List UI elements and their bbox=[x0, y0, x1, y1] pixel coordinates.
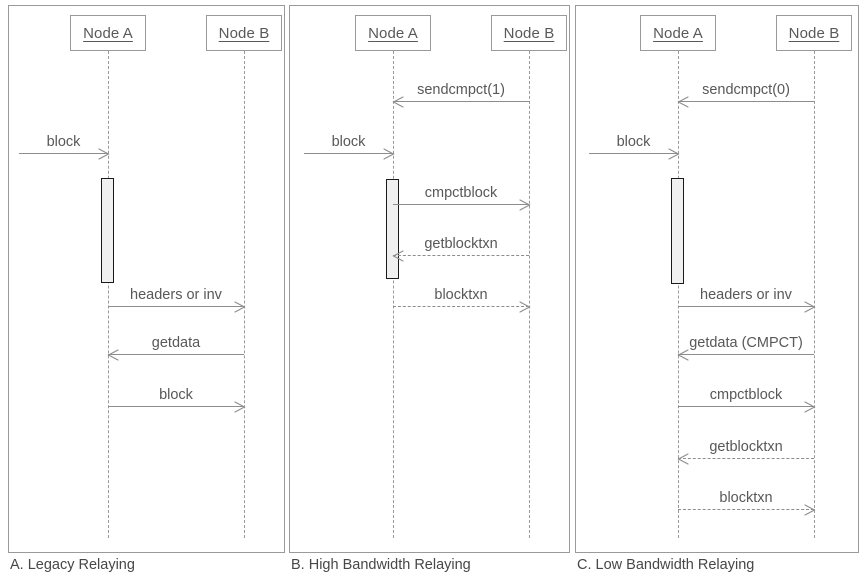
arrow-head-right-icon bbox=[234, 401, 246, 413]
lifeline-node-b bbox=[529, 51, 530, 538]
arrow-head-right-icon bbox=[804, 401, 816, 413]
arrow-head-left-icon bbox=[677, 453, 689, 465]
panel-b-body: Node A Node B sendcmpct(1) block cmpctblock g… bbox=[290, 6, 569, 552]
arrow-head-right-icon bbox=[98, 148, 110, 160]
panel-a-caption: A. Legacy Relaying bbox=[10, 557, 135, 573]
message-line bbox=[108, 354, 244, 355]
node-label-b: Node B bbox=[218, 24, 270, 42]
panel-c-caption: C. Low Bandwidth Relaying bbox=[577, 557, 755, 573]
node-box-a[interactable]: Node A bbox=[70, 15, 146, 51]
arrow-head-right-icon bbox=[804, 301, 816, 313]
panel-c: Node A Node B sendcmpct(0) block headers or … bbox=[575, 5, 859, 553]
arrow-head-left-icon bbox=[107, 349, 119, 361]
arrow-head-right-icon bbox=[804, 504, 816, 516]
message-line bbox=[393, 306, 529, 307]
message-label: blocktxn bbox=[719, 489, 773, 506]
arrow-head-left-icon bbox=[392, 96, 404, 108]
node-box-b[interactable]: Node B bbox=[206, 15, 282, 51]
panel-b-caption: B. High Bandwidth Relaying bbox=[291, 557, 471, 573]
arrow-head-left-icon bbox=[677, 349, 689, 361]
arrow-head-right-icon bbox=[383, 148, 395, 160]
lifeline-node-b bbox=[244, 51, 245, 538]
message-line bbox=[678, 101, 814, 102]
message-line bbox=[678, 306, 814, 307]
arrow-head-left-icon bbox=[677, 96, 689, 108]
arrow-head-right-icon bbox=[519, 199, 531, 211]
lifeline-node-a bbox=[108, 51, 109, 538]
node-label-a: Node A bbox=[368, 24, 418, 42]
message-line bbox=[589, 153, 678, 154]
node-label-b: Node B bbox=[788, 24, 840, 42]
message-label: sendcmpct(0) bbox=[702, 81, 790, 98]
message-label: block bbox=[46, 133, 81, 150]
message-label: getdata bbox=[151, 334, 201, 351]
arrow-head-right-icon bbox=[668, 148, 680, 160]
node-label-b: Node B bbox=[503, 24, 555, 42]
message-line bbox=[393, 101, 529, 102]
message-label: blocktxn bbox=[434, 286, 488, 303]
message-label: cmpctblock bbox=[424, 184, 498, 201]
message-label: block bbox=[616, 133, 651, 150]
message-line bbox=[678, 509, 814, 510]
node-label-a: Node A bbox=[83, 24, 133, 42]
panel-a-body: Node A Node B block headers or inv getdata bl… bbox=[9, 6, 284, 552]
message-line bbox=[393, 255, 529, 256]
message-label: block bbox=[159, 386, 193, 403]
message-label: block bbox=[331, 133, 366, 150]
activation-bar-node-a bbox=[101, 178, 114, 283]
message-line bbox=[19, 153, 108, 154]
arrow-head-right-icon bbox=[234, 301, 246, 313]
message-label: getblocktxn bbox=[424, 235, 498, 252]
message-label: headers or inv bbox=[130, 286, 222, 303]
node-box-b[interactable]: Node B bbox=[776, 15, 852, 51]
node-box-a[interactable]: Node A bbox=[640, 15, 716, 51]
message-line bbox=[393, 204, 529, 205]
message-label: getblocktxn bbox=[709, 438, 783, 455]
message-line bbox=[304, 153, 393, 154]
message-label: getdata (CMPCT) bbox=[689, 334, 803, 351]
panel-a: Node A Node B block headers or inv getdata bl… bbox=[8, 5, 285, 553]
message-label: cmpctblock bbox=[709, 386, 783, 403]
arrow-head-right-icon bbox=[519, 301, 531, 313]
lifeline-node-a bbox=[393, 51, 394, 538]
node-box-a[interactable]: Node A bbox=[355, 15, 431, 51]
message-line bbox=[678, 458, 814, 459]
message-line bbox=[678, 406, 814, 407]
message-line bbox=[108, 406, 244, 407]
arrow-head-left-icon bbox=[392, 250, 404, 262]
message-line bbox=[678, 354, 814, 355]
message-line bbox=[108, 306, 244, 307]
lifeline-node-b bbox=[814, 51, 815, 538]
activation-bar-node-a bbox=[671, 178, 684, 284]
lifeline-node-a bbox=[678, 51, 679, 538]
panel-b: Node A Node B sendcmpct(1) block cmpctblock g… bbox=[289, 5, 570, 553]
panel-c-body: Node A Node B sendcmpct(0) block headers or … bbox=[576, 6, 858, 552]
message-label: headers or inv bbox=[700, 286, 792, 303]
node-box-b[interactable]: Node B bbox=[491, 15, 567, 51]
message-label: sendcmpct(1) bbox=[417, 81, 505, 98]
node-label-a: Node A bbox=[653, 24, 703, 42]
